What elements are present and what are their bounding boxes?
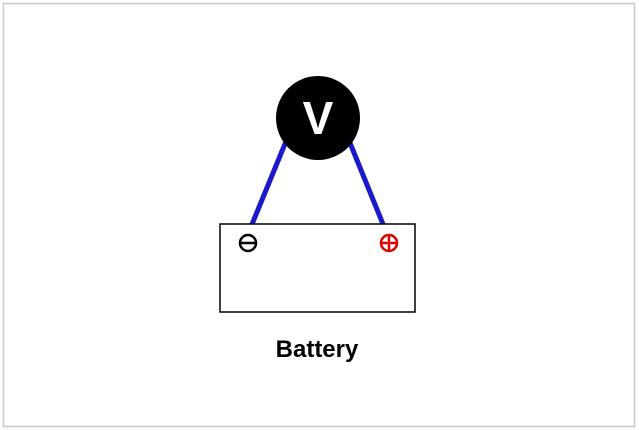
positive-wire <box>345 135 390 237</box>
voltmeter-body <box>276 76 360 160</box>
voltmeter: V <box>276 76 360 160</box>
negative-wire <box>245 136 290 237</box>
battery-label: Battery <box>276 336 359 363</box>
voltmeter-symbol: V <box>303 92 334 144</box>
positive-terminal-icon <box>379 233 399 253</box>
battery <box>219 223 416 313</box>
negative-terminal-icon <box>238 233 258 253</box>
